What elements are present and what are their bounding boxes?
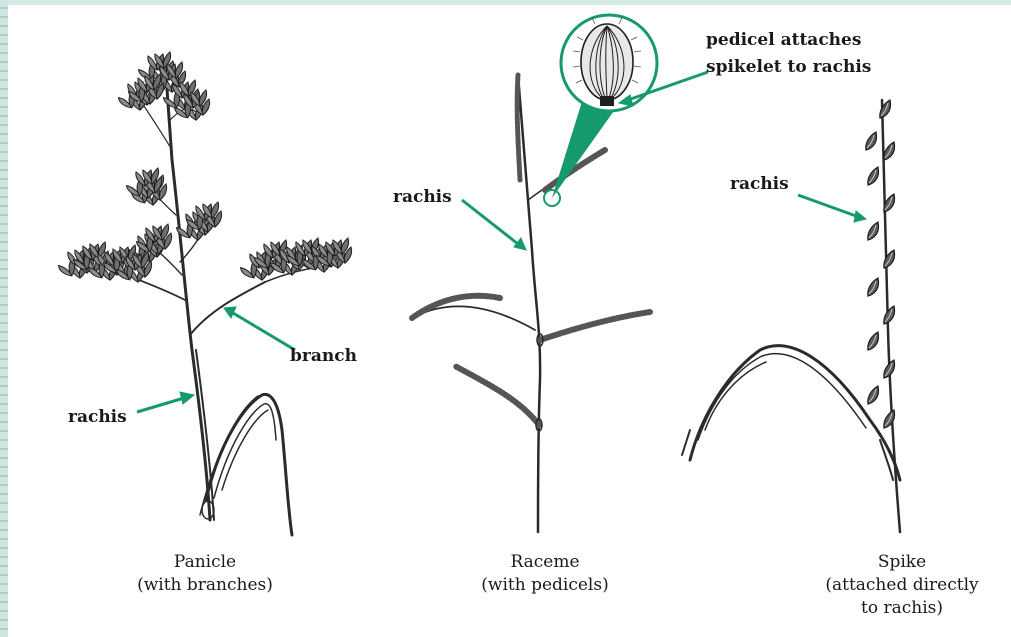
spike-caption-detail: (attached directly <box>795 574 1009 597</box>
spike-rachis-label: rachis <box>730 175 789 194</box>
spike-caption-name: Spike <box>795 551 1009 574</box>
raceme-illustration <box>412 75 650 532</box>
panicle-rachis-label: rachis <box>68 408 127 427</box>
panicle-caption-detail: (with branches) <box>100 574 310 597</box>
pedicel-label-line1: pedicel attaches <box>706 31 861 50</box>
spike-illustration <box>682 100 900 532</box>
raceme-caption: Raceme (with pedicels) <box>440 551 650 597</box>
panicle-caption: Panicle (with branches) <box>100 551 310 597</box>
pedicel-label-line2: spikelet to rachis <box>706 58 871 77</box>
pedicel-callout <box>552 15 657 198</box>
raceme-caption-name: Raceme <box>440 551 650 574</box>
spike-caption: Spike (attached directly to rachis) <box>795 551 1009 620</box>
label-arrows <box>137 72 866 412</box>
spike-caption-detail2: to rachis) <box>795 597 1009 620</box>
raceme-rachis-label: rachis <box>393 188 452 207</box>
panicle-spikelet-clusters <box>58 52 352 283</box>
raceme-caption-detail: (with pedicels) <box>440 574 650 597</box>
panicle-branch-label: branch <box>290 347 357 366</box>
panicle-caption-name: Panicle <box>100 551 310 574</box>
panicle-illustration <box>112 75 330 535</box>
